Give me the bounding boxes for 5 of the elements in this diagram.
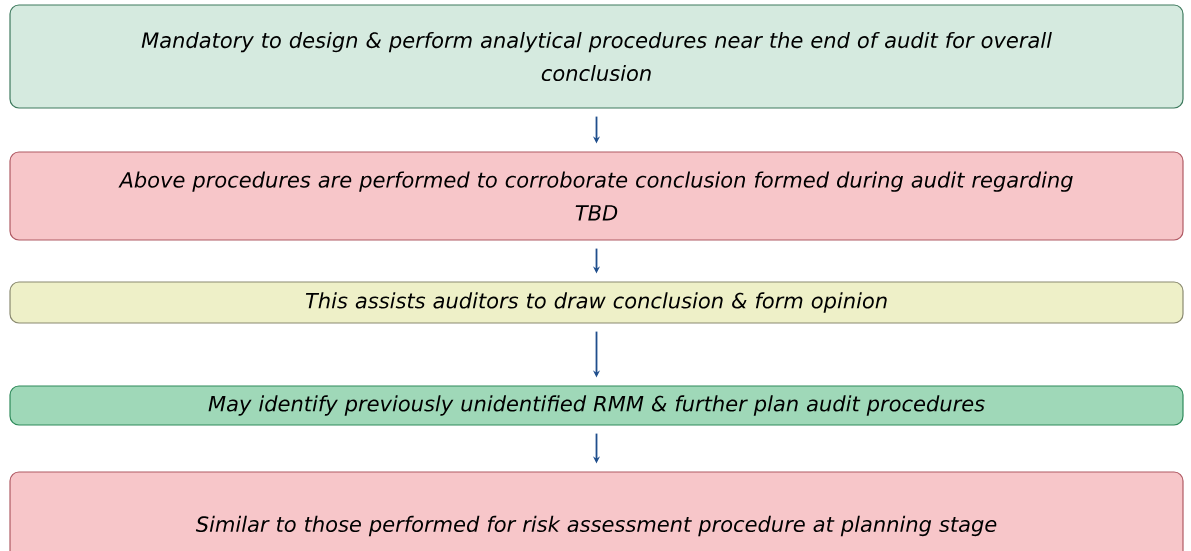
process-box: Above procedures are performed to corroborate conclusion formed during audit regarding TBD <box>9 151 1184 241</box>
process-box: Mandatory to design & perform analytical procedures near the end of audit for overall conclusion <box>9 4 1184 109</box>
process-box: This assists auditors to draw conclusion & form opinion <box>9 281 1184 324</box>
process-box: Similar to those performed for risk assessment procedure at planning stage <box>9 471 1184 551</box>
process-box: May identify previously unidentified RMM & further plan audit procedures <box>9 385 1184 426</box>
